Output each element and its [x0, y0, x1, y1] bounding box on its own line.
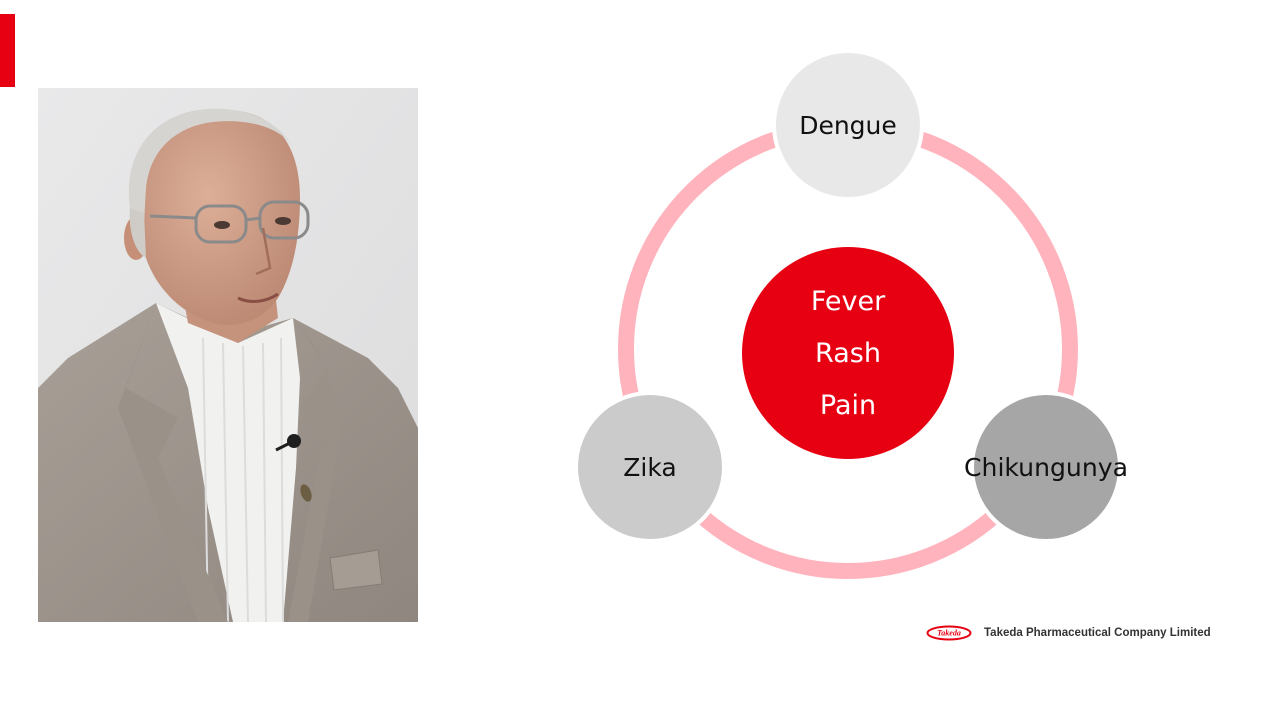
- svg-text:Takeda: Takeda: [937, 629, 961, 638]
- speaker-illustration: [38, 88, 418, 622]
- zika-node: [574, 391, 726, 543]
- dengue-label: Dengue: [799, 111, 897, 140]
- symptom-fever: Fever: [811, 286, 886, 317]
- takeda-logo: Takeda: [926, 625, 972, 641]
- symptom-rash: Rash: [815, 338, 881, 369]
- footer: Takeda Takeda Pharmaceutical Company Lim…: [926, 624, 1211, 642]
- speaker-photo: [38, 88, 418, 622]
- chikungunya-label: Chikungunya: [964, 453, 1128, 482]
- dengue-node: [772, 49, 924, 201]
- symptoms-circle: [742, 247, 954, 459]
- accent-bar: [0, 14, 15, 87]
- symptom-pain: Pain: [820, 390, 876, 421]
- virus-symptom-diagram: Fever Rash Pain Dengue Zika Chikungunya: [560, 40, 1140, 600]
- chikungunya-node: [970, 391, 1122, 543]
- company-name: Takeda Pharmaceutical Company Limited: [984, 627, 1211, 639]
- zika-label: Zika: [623, 453, 676, 482]
